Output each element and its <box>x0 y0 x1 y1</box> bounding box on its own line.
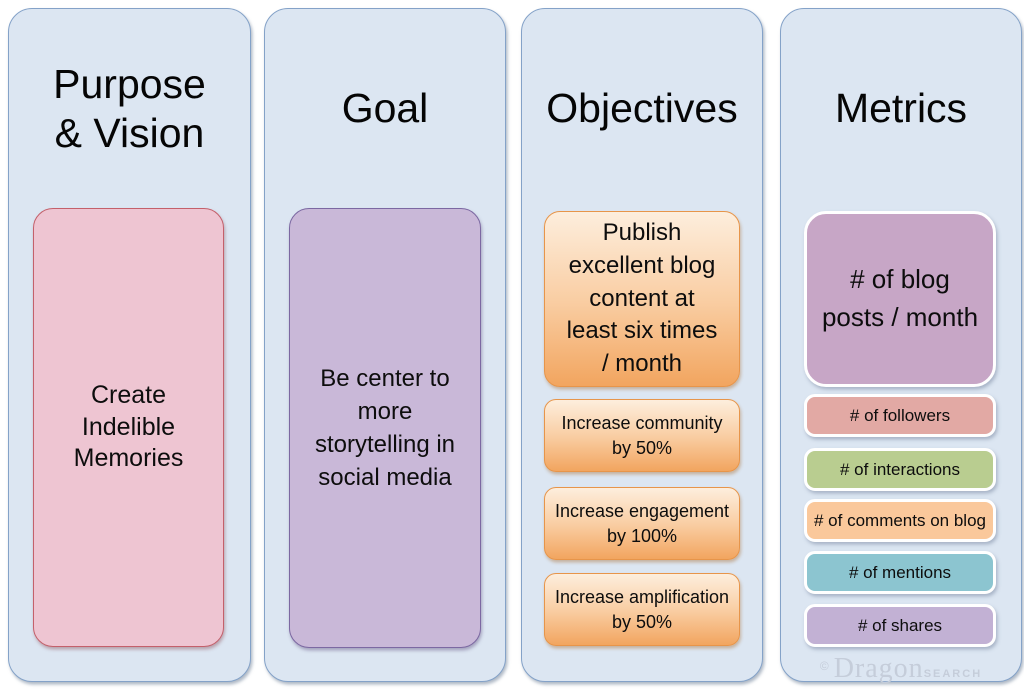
goal-statement-text: Be center to more storytelling in social… <box>314 364 456 492</box>
metric-text: # of followers <box>849 405 951 425</box>
metric-box-mentions: # of mentions <box>804 551 996 594</box>
metric-text: # of interactions <box>839 459 960 479</box>
column-objectives: Objectives Publish excellent blog conten… <box>521 8 763 682</box>
objective-text: Increase community by 50% <box>561 413 723 458</box>
metric-text: # of mentions <box>848 562 952 582</box>
goal-statement-box: Be center to more storytelling in social… <box>289 208 481 648</box>
metric-box-comments-on-blog: # of comments on blog <box>804 499 996 542</box>
column-goal: Goal Be center to more storytelling in s… <box>264 8 506 682</box>
metric-text: # of shares <box>857 615 943 635</box>
column-title-purpose-vision: Purpose & Vision <box>53 60 206 156</box>
metric-text: # of comments on blog <box>814 510 986 530</box>
objective-text: Increase engagement by 100% <box>554 501 730 546</box>
purpose-statement-text: Create Indelible Memories <box>73 380 184 473</box>
purpose-statement-box: Create Indelible Memories <box>33 208 224 647</box>
column-title-objectives: Objectives <box>546 85 738 132</box>
metric-text: # of blog posts / month <box>821 264 979 332</box>
copyright-symbol: © <box>819 659 829 673</box>
column-title-metrics: Metrics <box>834 85 968 132</box>
metric-box-interactions: # of interactions <box>804 448 996 491</box>
watermark-suffix-text: SEARCH <box>923 668 983 680</box>
metric-box-blog-posts-per-month: # of blog posts / month <box>804 211 996 387</box>
dragonsearch-watermark: © Dragon SEARCH <box>781 653 1021 685</box>
metric-box-shares: # of shares <box>804 604 996 647</box>
objective-text: Publish excellent blog content at least … <box>566 218 718 378</box>
objective-box-increase-amplification: Increase amplification by 50% <box>544 573 740 646</box>
objective-box-publish-content: Publish excellent blog content at least … <box>544 211 740 387</box>
objective-text: Increase amplification by 50% <box>554 587 730 632</box>
column-purpose-vision: Purpose & Vision Create Indelible Memori… <box>8 8 251 682</box>
objective-box-increase-engagement: Increase engagement by 100% <box>544 487 740 560</box>
column-title-goal: Goal <box>341 85 429 132</box>
column-metrics: Metrics # of blog posts / month # of fol… <box>780 8 1022 685</box>
objective-box-increase-community: Increase community by 50% <box>544 399 740 472</box>
metric-box-followers: # of followers <box>804 394 996 437</box>
watermark-brand-text: Dragon <box>833 653 924 684</box>
